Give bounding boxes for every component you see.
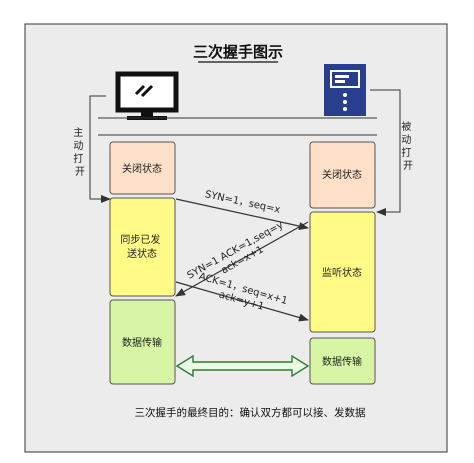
client-closed-state	[109, 141, 176, 195]
right-note-char-2: 动	[401, 134, 411, 146]
synack-arrow	[175, 221, 309, 297]
monitor-icon	[115, 71, 179, 120]
right-note-char-1: 被	[401, 120, 411, 133]
client-syn-sent-line1: 同步已发	[120, 233, 160, 246]
ack-arrow	[175, 281, 309, 322]
data-transfer-double-arrow	[175, 354, 310, 378]
diagram-title: 三次握手图示	[193, 43, 283, 61]
client-closed-label: 关闭状态	[122, 162, 162, 175]
footer-note: 三次握手的最终目的：确认双方都可以接、发数据	[135, 406, 366, 419]
client-transfer-label: 数据传输	[122, 336, 162, 349]
right-side-note: 被 动 打 开	[401, 120, 414, 172]
left-note-char-2: 动	[73, 140, 83, 152]
right-note-char-3: 打	[401, 146, 411, 159]
server-transfer-state	[309, 337, 376, 385]
server-closed-state	[309, 141, 376, 209]
server-listen-state	[309, 211, 376, 333]
left-side-note: 主 动 打 开	[73, 127, 86, 178]
server-closed-label: 关闭状态	[322, 168, 362, 181]
active-open-connector	[89, 95, 111, 203]
client-syn-sent-line2: 送状态	[127, 247, 157, 260]
syn-arrow	[175, 198, 309, 230]
passive-open-connector	[370, 89, 401, 216]
client-syn-sent-state	[109, 197, 176, 297]
client-syn-sent-label: 同步已发 送状态	[120, 233, 163, 260]
diagram-panel	[24, 23, 448, 453]
right-note-char-4: 开	[403, 161, 413, 172]
server-transfer-label: 数据传输	[322, 355, 362, 368]
left-note-char-3: 打	[73, 152, 83, 165]
server-listen-label: 监听状态	[322, 266, 362, 279]
client-transfer-state	[109, 299, 176, 385]
left-note-char-4: 开	[75, 167, 85, 178]
left-note-char-1: 主	[73, 127, 83, 139]
server-icon	[324, 64, 366, 116]
